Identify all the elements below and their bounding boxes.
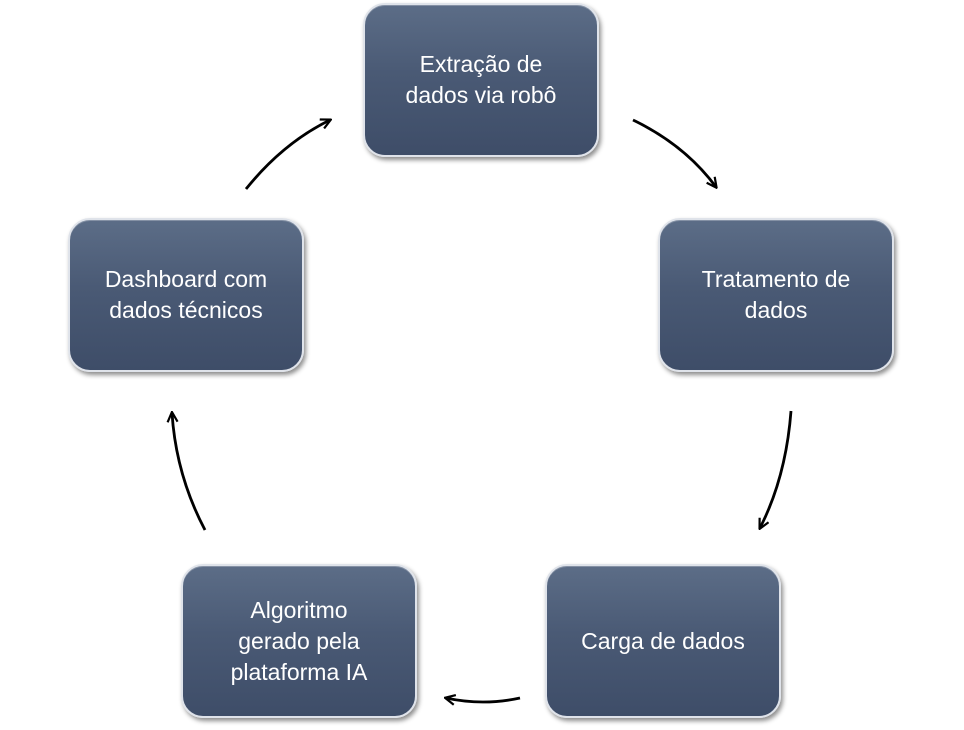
node-tratamento-de-dados: Tratamento de dados [658, 218, 894, 372]
node-extracao-de-dados: Extração de dados via robô [363, 3, 599, 157]
arrow-carga-to-algoritmo [446, 698, 521, 702]
arrow-algoritmo-to-dashboard [172, 413, 207, 531]
node-dashboard: Dashboard com dados técnicos [68, 218, 304, 372]
arrow-extracao-to-tratamento [632, 118, 716, 187]
node-carga-de-dados: Carga de dados [545, 564, 781, 718]
arrow-tratamento-to-carga [760, 410, 793, 528]
node-algoritmo-ia: Algoritmo gerado pela plataforma IA [181, 564, 417, 718]
arrow-dashboard-to-extracao [244, 120, 330, 190]
